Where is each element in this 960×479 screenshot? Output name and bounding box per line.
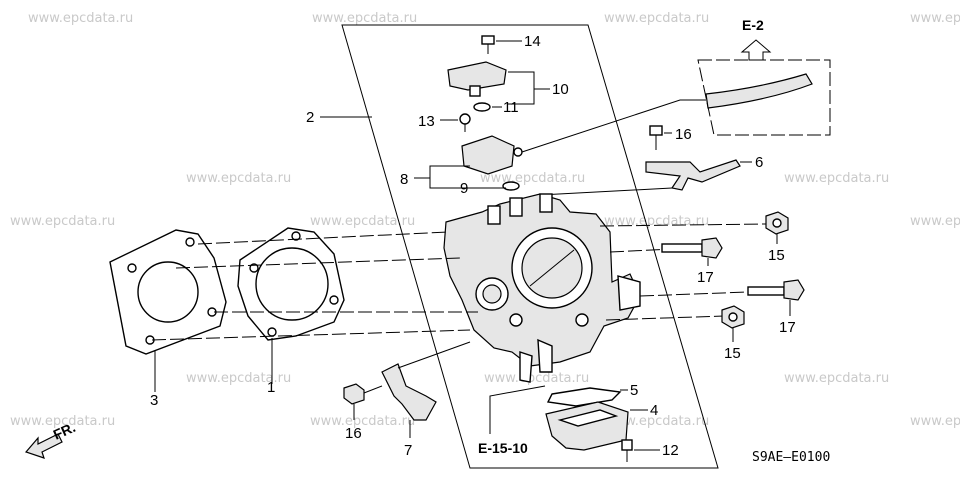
watermark: www.epcdata.ru <box>604 214 709 229</box>
watermark: www.epcdata.ru <box>312 11 417 26</box>
gasket-3 <box>109 229 227 355</box>
screw-12 <box>621 439 633 462</box>
watermark: www.epcdata.ru <box>784 371 889 386</box>
bracket-10 <box>508 71 535 105</box>
watermark: www.epcdata.ru <box>784 171 889 186</box>
watermark: www.epcdata.ru <box>484 371 589 386</box>
watermark: www.epcdata.ru <box>910 11 960 26</box>
watermark: www.epcdata.ru <box>310 214 415 229</box>
callout-3: 3 <box>150 392 158 409</box>
watermark: www.epcdata.ru <box>604 414 709 429</box>
hose-reference-box <box>697 59 831 136</box>
alignment-lines <box>151 223 767 341</box>
up-arrow-icon <box>740 39 772 61</box>
watermark: www.epcdata.ru <box>480 171 585 186</box>
gasket-5 <box>546 387 622 407</box>
callout-8: 8 <box>400 171 408 188</box>
callout-7: 7 <box>404 442 412 459</box>
callout-17-lower: 17 <box>779 319 796 336</box>
nut-15-upper <box>765 211 789 235</box>
hose-leader <box>521 99 706 153</box>
nut-15-lower <box>721 305 745 329</box>
bracket-7 <box>381 363 437 421</box>
watermark: www.epcdata.ru <box>28 11 133 26</box>
watermark: www.epcdata.ru <box>10 214 115 229</box>
callout-1: 1 <box>267 379 275 396</box>
ref-e15-label: E-15-10 <box>478 440 528 456</box>
throttle-body <box>443 193 641 383</box>
screw-13 <box>459 113 471 132</box>
bolt-14 <box>481 35 495 54</box>
cover-4 <box>545 401 629 451</box>
map-sensor-10 <box>447 61 507 97</box>
watermark: www.epcdata.ru <box>10 414 115 429</box>
ref-e2: E-2 <box>740 17 772 61</box>
watermarks: www.epcdata.ru www.epcdata.ru www.epcdat… <box>10 11 960 429</box>
front-arrow-icon <box>24 433 63 459</box>
watermark: www.epcdata.ru <box>910 414 960 429</box>
assembly-boundary <box>341 24 719 469</box>
callout-16-lower: 16 <box>345 425 362 442</box>
watermark: www.epcdata.ru <box>186 171 291 186</box>
callout-15-upper: 15 <box>768 247 785 264</box>
callout-6: 6 <box>755 154 763 171</box>
callout-9: 9 <box>460 180 468 197</box>
bolt-16-upper <box>649 125 663 150</box>
bolt-16-lower <box>343 383 383 405</box>
vacuum-hose <box>705 73 813 109</box>
diagram-code: S9AE—E0100 <box>752 450 830 465</box>
leader-7-mount <box>397 341 471 369</box>
callout-5: 5 <box>630 382 638 399</box>
o-ring-9 <box>502 181 520 191</box>
callout-15-lower: 15 <box>724 345 741 362</box>
sensor-8 <box>461 135 523 175</box>
ref-bracket-e15 <box>489 385 546 434</box>
callout-13: 13 <box>418 113 435 130</box>
callout-2: 2 <box>306 109 314 126</box>
callout-10: 10 <box>552 81 569 98</box>
watermark: www.epcdata.ru <box>604 11 709 26</box>
callout-14: 14 <box>524 33 541 50</box>
watermark: www.epcdata.ru <box>910 214 960 229</box>
callout-16-upper: 16 <box>675 126 692 143</box>
bolt-17-upper <box>661 237 723 259</box>
gasket-1 <box>237 227 345 341</box>
o-ring-11 <box>473 102 491 112</box>
watermark: www.epcdata.ru <box>186 371 291 386</box>
bolt-17-lower <box>747 279 805 301</box>
callout-12: 12 <box>662 442 679 459</box>
leader-6-mount <box>539 187 673 196</box>
bracket-6 <box>645 159 741 191</box>
callout-4: 4 <box>650 402 658 419</box>
ref-e2-label: E-2 <box>742 17 764 33</box>
watermark: www.epcdata.ru <box>310 414 415 429</box>
bracket-8-9 <box>429 165 506 189</box>
callout-11: 11 <box>503 99 519 116</box>
callout-17-upper: 17 <box>697 269 714 286</box>
